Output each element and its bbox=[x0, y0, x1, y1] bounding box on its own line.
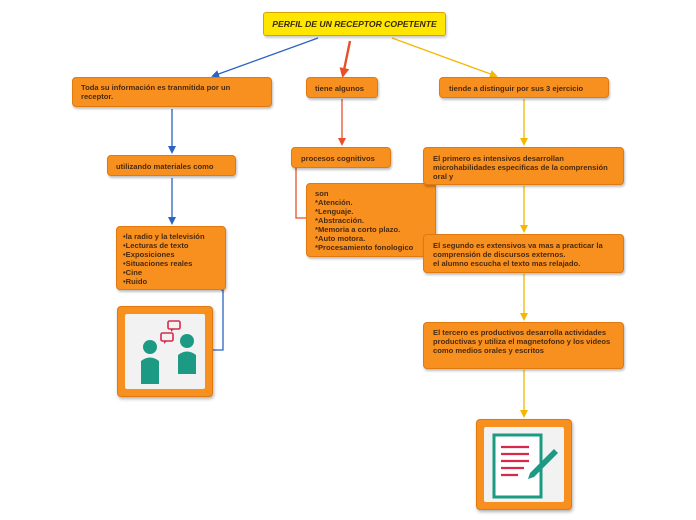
right-step2-node[interactable]: El segundo es extensivos va mas a practi… bbox=[423, 234, 624, 273]
left-list-node[interactable]: •la radio y la televisión •Lecturas de t… bbox=[116, 226, 226, 290]
left-sub-node[interactable]: utilizando materiales como bbox=[107, 155, 236, 176]
middle-list-node[interactable]: son *Atención. *Lenguaje. *Abstracción. … bbox=[306, 183, 436, 257]
title-node[interactable]: PERFIL DE UN RECEPTOR COPETENTE bbox=[263, 12, 446, 36]
edge-title-middle bbox=[339, 40, 352, 78]
edge-left-list-icon bbox=[213, 289, 224, 351]
edge-title-right bbox=[391, 37, 498, 78]
edge-middle-sub-list bbox=[295, 166, 306, 219]
middle-sub-node[interactable]: procesos cognitivos bbox=[291, 147, 391, 168]
edge-title-left bbox=[211, 37, 319, 78]
left-main-node[interactable]: Toda su información es tranmitida por un… bbox=[72, 77, 272, 107]
middle-main-node[interactable]: tiene algunos bbox=[306, 77, 378, 98]
left-icon-box bbox=[117, 306, 213, 397]
conversation-people-icon bbox=[141, 320, 196, 384]
document-edit-icon bbox=[492, 433, 558, 499]
right-main-node[interactable]: tiende a distinguir por sus 3 ejercicio bbox=[439, 77, 609, 98]
right-step3-node[interactable]: El tercero es productivos desarrolla act… bbox=[423, 322, 624, 369]
right-icon-box bbox=[476, 419, 572, 510]
right-step1-node[interactable]: El primero es intensivos desarrollan mic… bbox=[423, 147, 624, 185]
